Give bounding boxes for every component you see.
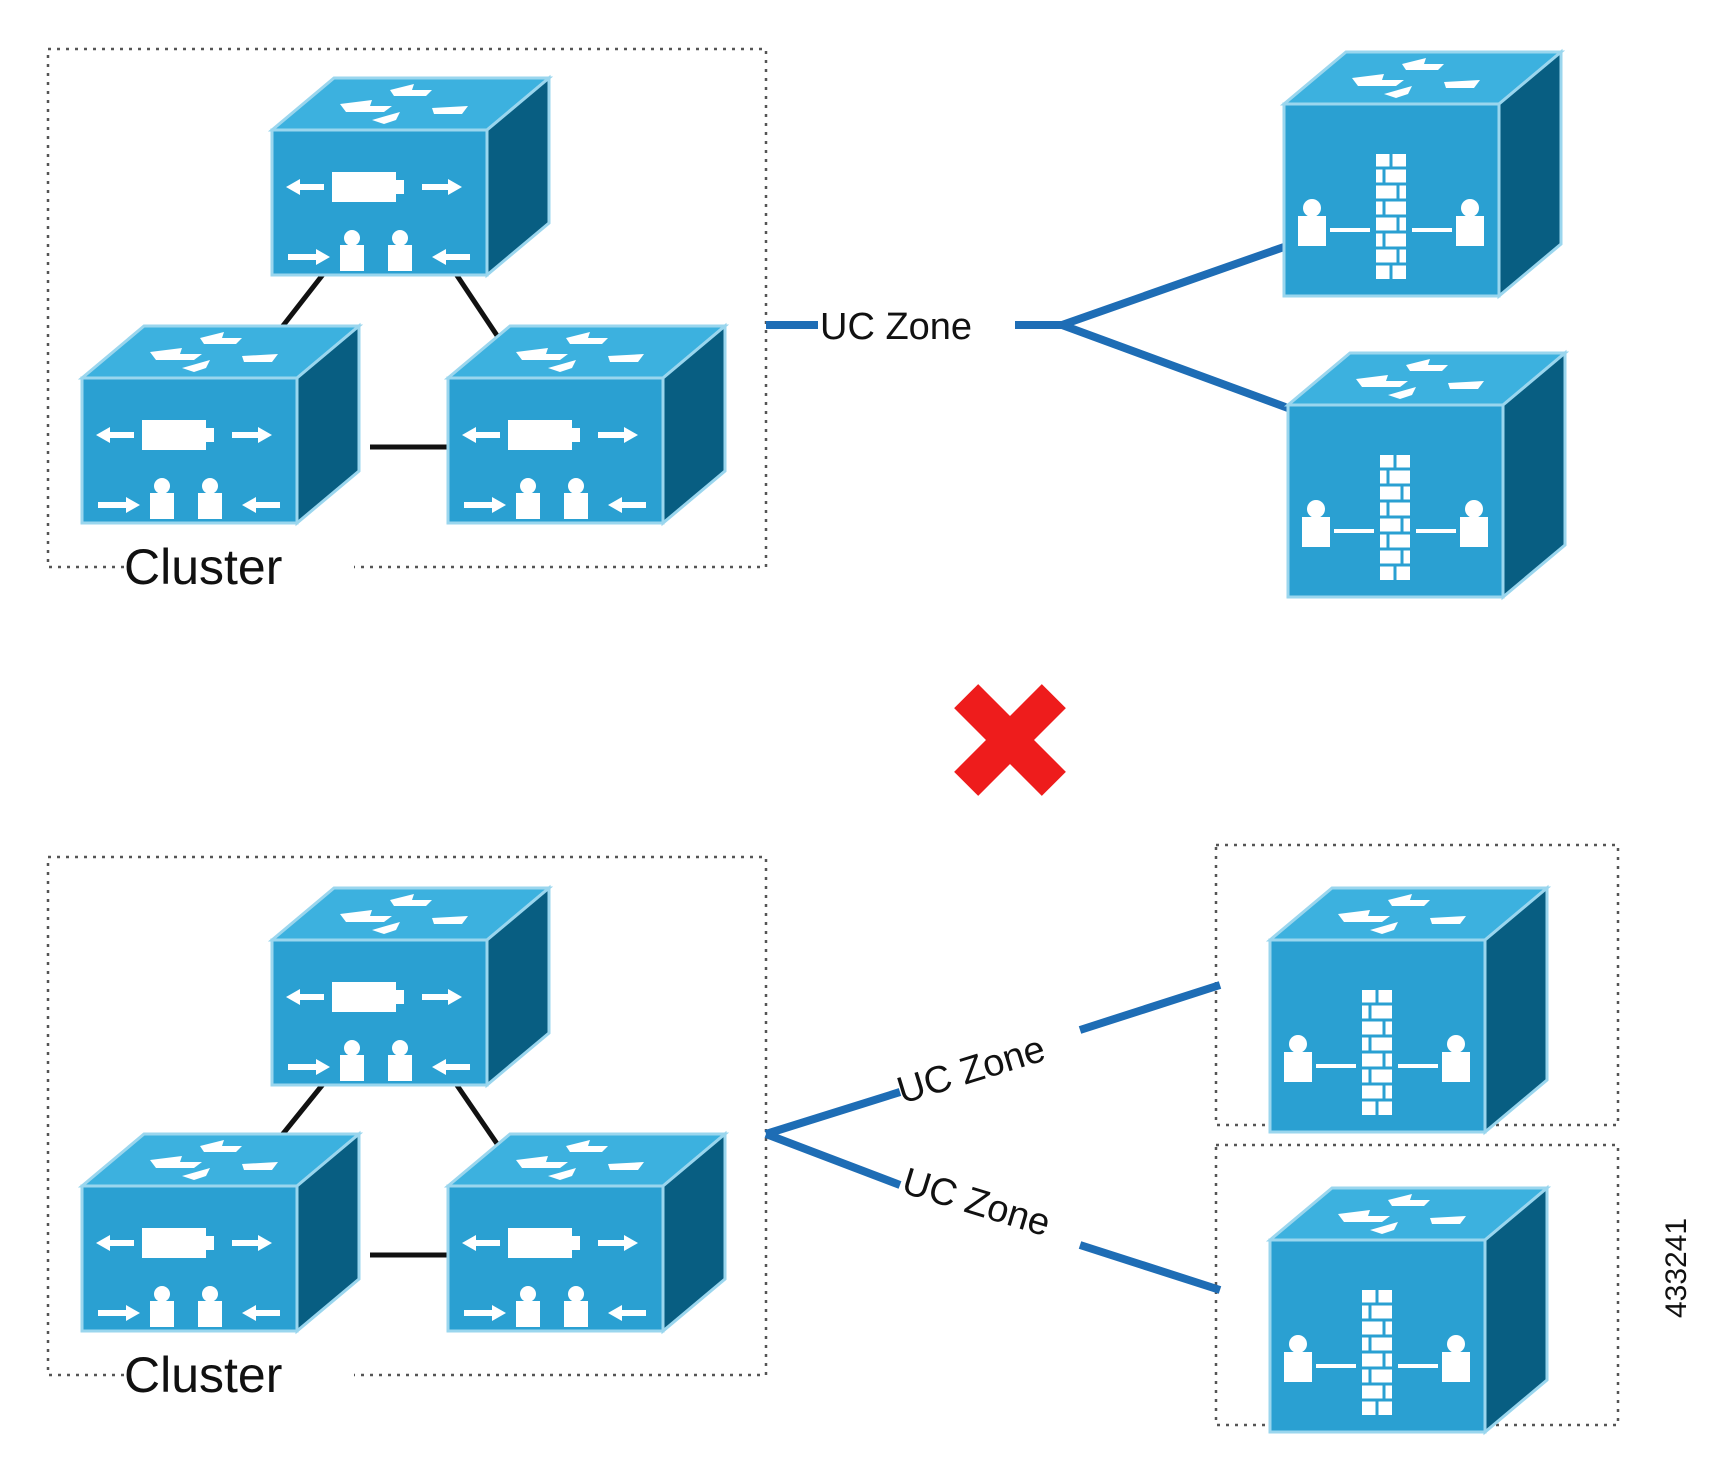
bottom-remote-expressway-2-icon [1268,1186,1549,1434]
red-x-icon [954,684,1066,796]
bottom-cluster-server-1-icon [270,886,551,1087]
bottom-cluster-server-2-icon [80,1132,361,1333]
top-cluster-label: Cluster [124,539,282,595]
figure-id: 433241 [1660,1218,1693,1318]
top-cluster-server-2-icon [80,324,361,525]
bottom-scenario: UC Zone UC Zone Cluster [46,843,1620,1434]
top-scenario: UC Zone Cluster [46,47,1567,599]
top-cluster-server-1-icon [270,76,551,277]
top-uc-zone-link [766,243,1290,412]
top-cluster-boundary [46,47,768,569]
top-cluster-links [280,266,505,450]
bottom-uc-zone-label-1: UC Zone [892,1028,1050,1113]
bottom-cluster-server-3-icon [446,1132,727,1333]
top-cluster-server-3-icon [446,324,727,525]
bottom-cluster-boundary [46,855,768,1377]
bottom-cluster-links [280,1076,505,1258]
bottom-remote-expressway-1-icon [1268,886,1549,1134]
top-remote-expressway-1-icon [1282,50,1563,298]
top-remote-expressway-2-icon [1286,351,1567,599]
top-uc-zone-label: UC Zone [820,306,972,348]
bottom-cluster-label: Cluster [124,1347,282,1403]
bottom-uc-zone-links [764,981,1222,1294]
bottom-uc-zone-label-2: UC Zone [897,1160,1055,1245]
